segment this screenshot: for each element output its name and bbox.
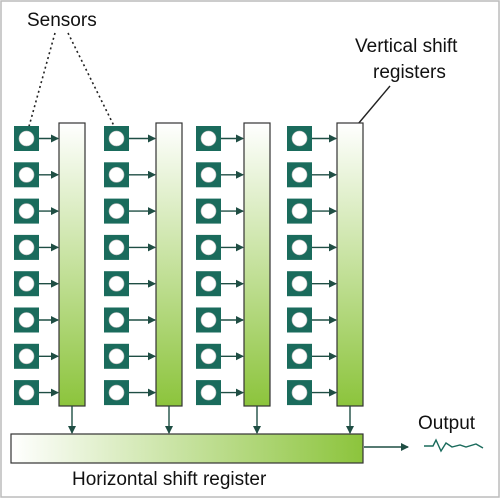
sensor-photodiode [200, 167, 217, 183]
sensor-photodiode [200, 348, 217, 365]
output-signal-icon [424, 438, 484, 453]
sensor-photodiode [200, 275, 217, 292]
sensor-photodiode [18, 384, 35, 401]
sensor-photodiode [108, 239, 125, 256]
sensor-photodiode [200, 384, 217, 401]
sensor-photodiode [108, 203, 125, 219]
sensor-photodiode [200, 312, 217, 328]
sensor-photodiode [108, 348, 125, 365]
sensor-photodiode [18, 275, 35, 292]
sensor-photodiode [200, 239, 217, 256]
sensor-photodiode [108, 167, 125, 183]
sensor-photodiode [18, 203, 35, 219]
sensor-photodiode [108, 275, 125, 292]
sensor-photodiode [18, 130, 35, 147]
sensor-photodiode [108, 130, 125, 147]
sensor-photodiode [291, 348, 308, 365]
output-label: Output [418, 413, 476, 434]
sensor-photodiode [291, 312, 308, 328]
sensors-label: Sensors [27, 10, 97, 31]
vertical-registers-leader [357, 85, 391, 125]
sensor-photodiode [291, 167, 308, 183]
sensor-photodiode [291, 384, 308, 401]
sensor-photodiode [108, 384, 125, 401]
sensor-photodiode [291, 203, 308, 219]
vertical-shift-register [336, 122, 364, 407]
vertical-registers-label-line2: registers [373, 62, 446, 83]
sensor-photodiode [18, 348, 35, 365]
sensor-photodiode [18, 167, 35, 183]
sensor-photodiode [18, 239, 35, 256]
sensor-photodiode [200, 203, 217, 219]
sensor-photodiode [291, 130, 308, 147]
sensor-grid [14, 122, 364, 434]
sensor-photodiode [18, 312, 35, 328]
sensor-photodiode [291, 239, 308, 256]
sensor-photodiode [200, 130, 217, 147]
sensor-photodiode [291, 275, 308, 292]
vertical-registers-label-line1: Vertical shift [355, 36, 458, 57]
sensors-leader-2 [67, 32, 118, 133]
vertical-shift-register [155, 122, 183, 407]
sensors-leader-1 [27, 32, 56, 131]
horizontal-register-label: Horizontal shift register [72, 469, 267, 490]
horizontal-shift-register [10, 433, 364, 464]
vertical-shift-register [243, 122, 271, 407]
sensor-photodiode [108, 312, 125, 328]
vertical-shift-register [58, 122, 86, 407]
